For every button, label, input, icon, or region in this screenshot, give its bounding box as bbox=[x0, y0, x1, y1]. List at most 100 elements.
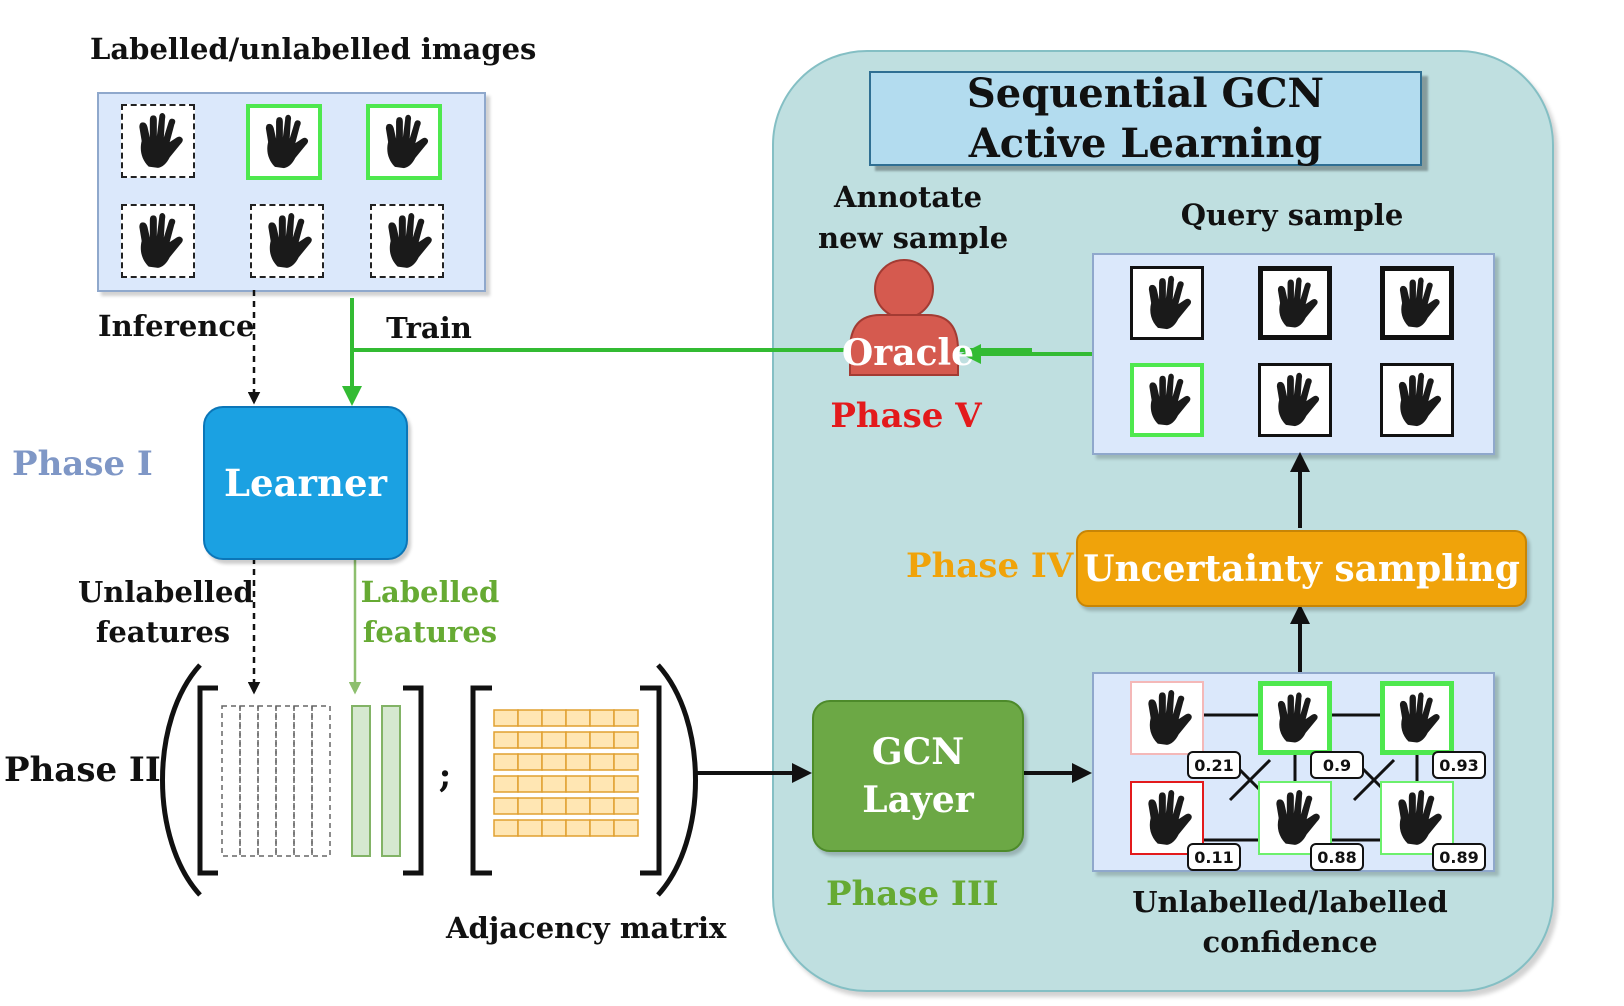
confidence-badge: 0.21 bbox=[1187, 751, 1241, 779]
uncertainty-sampling-box: Uncertainty sampling bbox=[1076, 530, 1527, 607]
adjacency-cell bbox=[565, 797, 591, 815]
confidence-badge: 0.88 bbox=[1310, 843, 1364, 871]
adjacency-cell bbox=[613, 797, 639, 815]
adjacency-cell bbox=[541, 753, 567, 771]
phase-4-label: Phase IV bbox=[906, 546, 1074, 586]
confidence-caption: Unlabelled/labelled confidence bbox=[1120, 882, 1460, 962]
oracle-person-icon bbox=[849, 259, 959, 376]
adjacency-cell bbox=[517, 819, 543, 837]
labelled-features-line-2: features bbox=[362, 615, 498, 649]
phase-5-label: Phase V bbox=[830, 396, 982, 436]
adjacency-cell bbox=[493, 775, 519, 793]
gcn-layer-box: GCN Layer bbox=[812, 700, 1024, 852]
learner-label: Learner bbox=[224, 461, 387, 505]
unlabelled-features-label: Unlabelled features bbox=[78, 572, 254, 652]
adjacency-cell bbox=[493, 753, 519, 771]
labelled-features-label: Labelled features bbox=[355, 572, 505, 652]
hand-image-thumbnail bbox=[121, 104, 195, 178]
phase-3-label: Phase III bbox=[826, 874, 999, 914]
adjacency-cell bbox=[493, 731, 519, 749]
panel-title-line-1: Sequential GCN bbox=[966, 69, 1325, 117]
confidence-caption-line-2: confidence bbox=[1202, 925, 1378, 959]
annotate-line-2: new sample bbox=[818, 221, 1009, 255]
gcn-layer-line-1: GCN bbox=[871, 731, 965, 773]
adjacency-matrix-label: Adjacency matrix bbox=[446, 911, 727, 945]
adjacency-cell bbox=[493, 797, 519, 815]
hand-image-thumbnail bbox=[121, 204, 195, 278]
hand-image-thumbnail bbox=[1130, 363, 1204, 437]
adjacency-cell bbox=[517, 797, 543, 815]
panel-title-box: Sequential GCN Active Learning bbox=[869, 69, 1422, 167]
hand-image-thumbnail bbox=[1380, 781, 1454, 855]
adjacency-cell bbox=[565, 731, 591, 749]
train-label: Train bbox=[386, 311, 472, 345]
phase-1-label: Phase I bbox=[12, 444, 153, 484]
confidence-badge: 0.11 bbox=[1187, 843, 1241, 871]
feature-matrix-right-bracket bbox=[403, 685, 424, 876]
semicolon-separator: ; bbox=[438, 756, 452, 796]
phase-2-label: Phase II bbox=[4, 750, 161, 790]
adjacency-cell bbox=[613, 753, 639, 771]
inference-label: Inference bbox=[98, 309, 255, 343]
hand-image-thumbnail bbox=[1258, 681, 1332, 755]
hand-image-thumbnail bbox=[1258, 781, 1332, 855]
annotate-line-1: Annotate bbox=[833, 180, 983, 214]
hand-image-thumbnail bbox=[366, 104, 442, 180]
unlabelled-features-line-2: features bbox=[95, 615, 231, 649]
hand-image-thumbnail bbox=[1258, 266, 1332, 340]
adjacency-cell bbox=[589, 709, 615, 727]
gcn-layer-line-2: Layer bbox=[862, 779, 974, 821]
adjacency-cell bbox=[589, 753, 615, 771]
uncertainty-sampling-label: Uncertainty sampling bbox=[1083, 547, 1520, 590]
adjacency-cell bbox=[541, 775, 567, 793]
hand-image-thumbnail bbox=[250, 204, 324, 278]
confidence-badge: 0.89 bbox=[1432, 843, 1486, 871]
adjacency-right-bracket bbox=[640, 685, 662, 876]
adjacency-cell bbox=[589, 819, 615, 837]
adjacency-cell bbox=[493, 709, 519, 727]
confidence-badge: 0.9 bbox=[1310, 751, 1364, 779]
unlabelled-feature-columns bbox=[221, 705, 331, 857]
adjacency-left-bracket bbox=[470, 685, 492, 876]
annotate-label: Annotate new sample bbox=[818, 177, 1009, 259]
adjacency-cell bbox=[565, 753, 591, 771]
adjacency-cell bbox=[565, 775, 591, 793]
confidence-badge: 0.93 bbox=[1432, 751, 1486, 779]
unlabelled-features-line-1: Unlabelled bbox=[78, 575, 254, 609]
feature-matrix-left-bracket bbox=[197, 685, 218, 876]
images-title: Labelled/unlabelled images bbox=[90, 32, 537, 66]
labelled-features-line-1: Labelled bbox=[360, 575, 500, 609]
adjacency-cell bbox=[541, 797, 567, 815]
adjacency-cell bbox=[589, 731, 615, 749]
adjacency-cell bbox=[517, 753, 543, 771]
adjacency-cell bbox=[493, 819, 519, 837]
adjacency-cell bbox=[589, 797, 615, 815]
adjacency-cell bbox=[517, 709, 543, 727]
adjacency-cell bbox=[541, 731, 567, 749]
confidence-caption-line-1: Unlabelled/labelled bbox=[1132, 885, 1448, 919]
hand-image-thumbnail bbox=[1130, 681, 1204, 755]
hand-image-thumbnail bbox=[1258, 363, 1332, 437]
adjacency-cell bbox=[565, 709, 591, 727]
hand-image-thumbnail bbox=[1380, 681, 1454, 755]
query-sample-label: Query sample bbox=[1180, 198, 1404, 232]
panel-title-line-2: Active Learning bbox=[968, 119, 1323, 167]
adjacency-cell bbox=[517, 731, 543, 749]
labelled-feature-columns bbox=[351, 705, 401, 857]
adjacency-cell bbox=[589, 775, 615, 793]
adjacency-cell bbox=[541, 709, 567, 727]
left-parenthesis bbox=[160, 663, 202, 897]
adjacency-cell bbox=[565, 819, 591, 837]
hand-image-thumbnail bbox=[1380, 363, 1454, 437]
hand-image-thumbnail bbox=[370, 204, 444, 278]
adjacency-cell bbox=[613, 819, 639, 837]
adjacency-matrix-grid bbox=[493, 709, 639, 837]
right-parenthesis bbox=[656, 663, 698, 897]
adjacency-cell bbox=[517, 775, 543, 793]
adjacency-cell bbox=[541, 819, 567, 837]
hand-image-thumbnail bbox=[1130, 266, 1204, 340]
adjacency-cell bbox=[613, 709, 639, 727]
learner-box: Learner bbox=[203, 406, 408, 560]
adjacency-cell bbox=[613, 775, 639, 793]
